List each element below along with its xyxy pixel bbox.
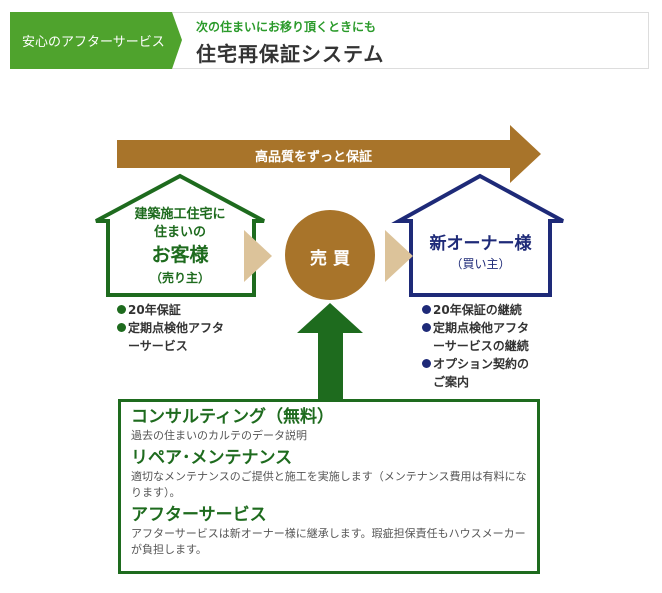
services-box: コンサルティング（無料） 過去の住まいのカルテのデータ説明 リペア･メンテナンス… <box>118 399 540 574</box>
service-title: リペア･メンテナンス <box>131 448 293 468</box>
header-subtitle: 次の住まいにお移り頂くときにも <box>196 20 377 34</box>
list-item: 定期点検他アフタ <box>117 319 224 337</box>
list-item: 定期点検他アフタ <box>422 319 529 337</box>
trade-label: 売 買 <box>310 249 350 269</box>
buyer-role: （買い主） <box>450 257 511 271</box>
trade-circle <box>285 210 375 300</box>
service-desc: 過去の住まいのカルテのデータ説明 <box>131 429 307 442</box>
seller-name: お客様 <box>151 244 209 266</box>
seller-house <box>95 173 265 297</box>
service-title: アフターサービス <box>131 505 267 525</box>
flow-arrow-right <box>385 230 413 282</box>
page-title: 住宅再保証システム <box>196 42 385 66</box>
flow-arrow-left <box>244 230 272 282</box>
service-desc: 適切なメンテナンスのご提供と施工を実施します（メンテナンス費用は有料になります）… <box>131 470 527 499</box>
buyer-name: 新オーナー様 <box>429 234 532 254</box>
service-desc: アフターサービスは新オーナー様に継承します。瑕疵担保責任もハウスメーカーが負担し… <box>131 527 526 556</box>
top-arrow <box>117 125 541 183</box>
header-label-badge <box>10 12 182 69</box>
buyer-benefits: 20年保証の継続 定期点検他アフタ ーサービスの継続 オプション契約の ご案内 <box>422 301 529 391</box>
seller-caption: 建築施工住宅に 住まいの お客様 （売り主） <box>110 206 250 288</box>
list-item: 20年保証 <box>117 301 224 319</box>
list-item: 20年保証の継続 <box>422 301 529 319</box>
seller-benefits: 20年保証 定期点検他アフタ ーサービス <box>117 301 224 355</box>
top-arrow-label: 高品質をずっと保証 <box>254 150 372 165</box>
service-title: コンサルティング（無料） <box>131 407 334 427</box>
buyer-house <box>391 173 564 297</box>
support-up-arrow <box>297 303 363 402</box>
header-label: 安心のアフターサービス <box>22 35 165 50</box>
list-item: オプション契約の <box>422 355 529 373</box>
